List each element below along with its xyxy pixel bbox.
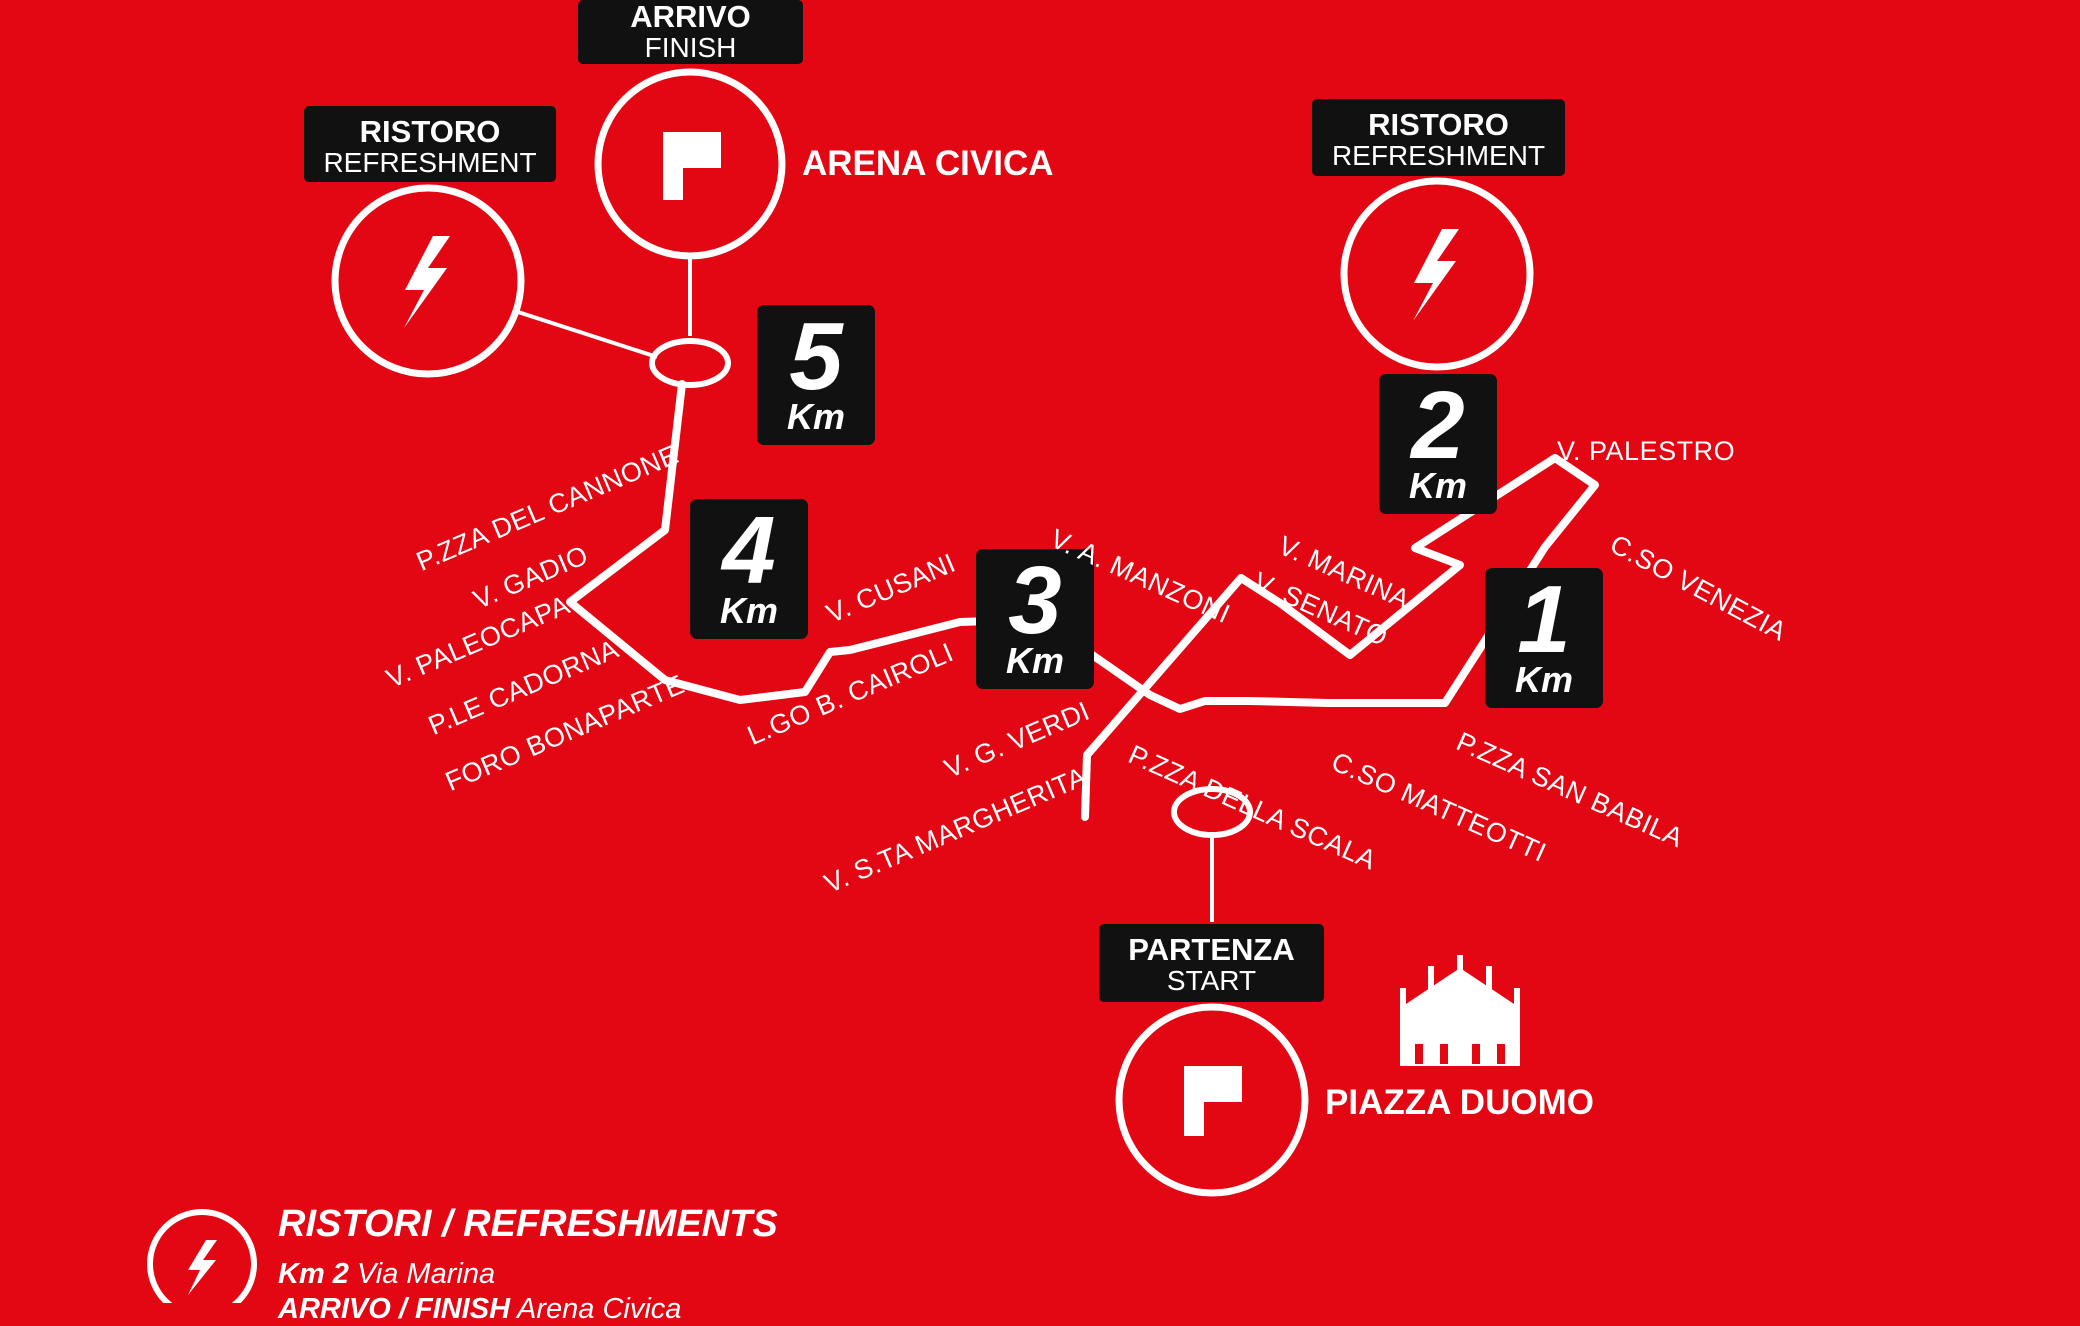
km-unit: Km [1005, 640, 1064, 681]
km-number: 5 [789, 303, 843, 410]
km-number: 1 [1517, 566, 1571, 673]
km-number: 3 [1008, 547, 1062, 654]
refreshment-circle-right [1340, 177, 1534, 371]
refreshment-label-box-right: RISTORO REFRESHMENT [1312, 99, 1565, 176]
route-line [566, 380, 1599, 821]
start-label-en: START [1166, 965, 1257, 996]
finish-label-box: ARRIVO FINISH [578, 0, 803, 64]
refreshment-label-it: RISTORO [1368, 107, 1509, 142]
refreshment-label-it: RISTORO [359, 114, 501, 149]
legend-place: Arena Civica [517, 1293, 682, 1325]
finish-label-en: FINISH [644, 32, 737, 63]
finish-circle [594, 68, 786, 260]
lightning-icon [1413, 229, 1459, 321]
km-marker-3: 3 Km [976, 549, 1094, 689]
start-label-it: PARTENZA [1128, 932, 1295, 967]
refreshment-label-en: REFRESHMENT [1331, 140, 1546, 171]
flag-icon [1184, 1066, 1242, 1136]
junction-start [1171, 786, 1253, 838]
legend-title: RISTORI / REFRESHMENTS [278, 1203, 778, 1245]
flag-icon [663, 132, 721, 200]
km-number: 4 [722, 497, 776, 604]
legend-km: ARRIVO / FINISH [278, 1293, 511, 1325]
km-unit: Km [1408, 465, 1467, 506]
street-label: V. PALESTRO [1557, 436, 1736, 466]
lightning-icon [188, 1240, 217, 1295]
legend-line-2: ARRIVO / FINISH Arena Civica [278, 1293, 681, 1326]
km-unit: Km [719, 590, 778, 631]
legend-km: Km 2 [278, 1258, 349, 1290]
km-unit: Km [1514, 659, 1573, 700]
finish-label-it: ARRIVO [630, 0, 751, 34]
start-label-box: PARTENZA START [1099, 924, 1324, 1002]
start-circle [1115, 1003, 1309, 1197]
refreshment-label-en: REFRESHMENT [323, 147, 537, 178]
km-marker-1: 1 Km [1485, 568, 1603, 708]
km-number: 2 [1411, 372, 1465, 479]
km-marker-4: 4 Km [690, 499, 808, 639]
refreshment-label-box-left: RISTORO REFRESHMENT [304, 106, 556, 182]
refresh-connector [517, 310, 658, 359]
km-marker-5: 5 Km [757, 305, 875, 445]
refreshment-circle-left [331, 184, 525, 378]
legend-place: Via Marina [356, 1258, 496, 1290]
legend-circle [147, 1209, 257, 1303]
junction-km5 [649, 338, 731, 388]
lightning-icon [404, 236, 450, 328]
start-place: PIAZZA DUOMO [1325, 1083, 1594, 1122]
km-marker-2: 2 Km [1379, 374, 1497, 514]
finish-place: ARENA CIVICA [802, 144, 1054, 183]
cathedral-icon [1400, 955, 1520, 1066]
km-unit: Km [786, 396, 845, 437]
legend-line-1: Km 2 Via Marina [278, 1258, 495, 1291]
